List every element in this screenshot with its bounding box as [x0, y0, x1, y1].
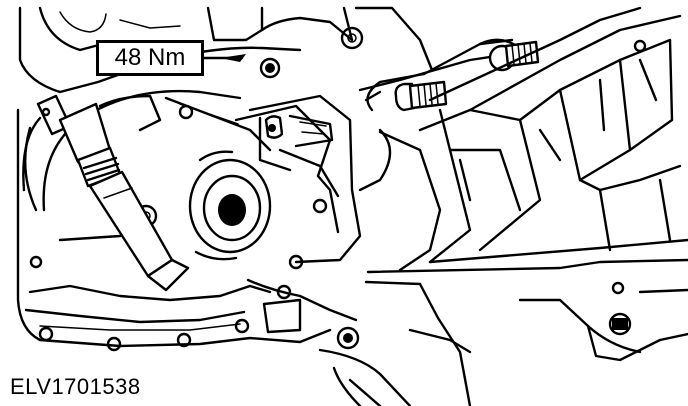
transmission-case — [418, 6, 688, 264]
lower-housing — [318, 258, 688, 406]
bracket-plate — [234, 94, 362, 334]
figure-id-label: ELV1701538 — [10, 374, 141, 399]
torque-bolt — [202, 54, 281, 79]
torque-callout: 48 Nm — [96, 40, 204, 76]
mounting-bracket — [358, 38, 540, 272]
idler-pulley — [188, 150, 272, 261]
upper-housing — [18, 6, 434, 94]
torque-label: 48 Nm — [114, 44, 186, 71]
oil-pan — [16, 108, 332, 352]
sensor-assembly — [22, 94, 190, 292]
